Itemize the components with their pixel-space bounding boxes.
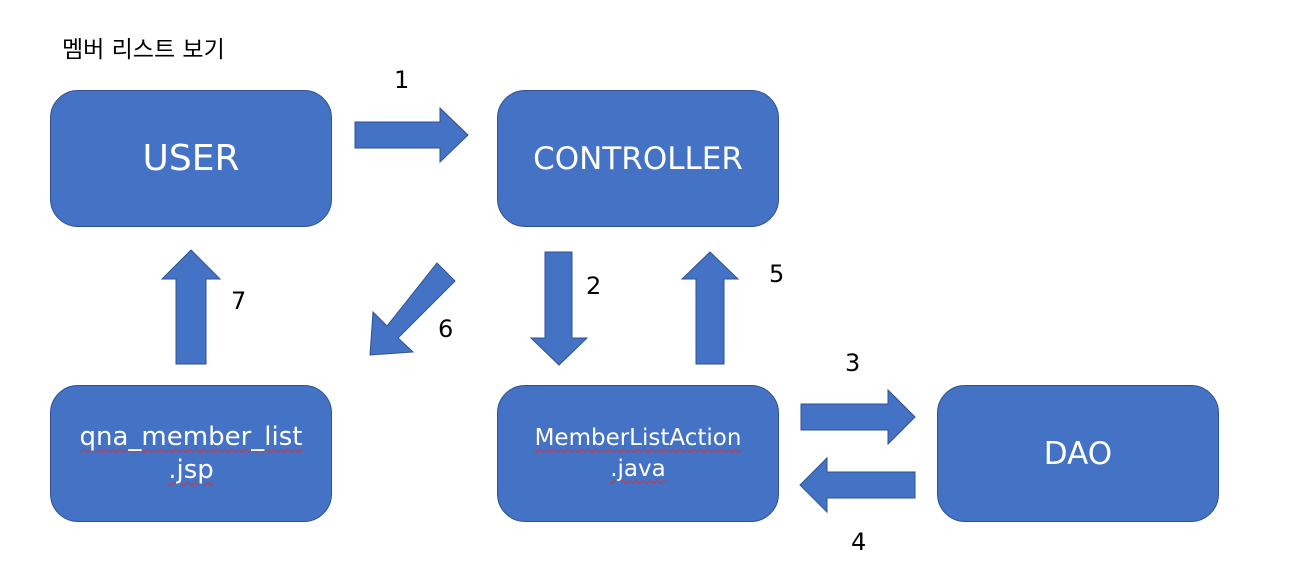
arrow-3-right [800, 388, 916, 446]
arrow-6-diagonal [369, 262, 456, 356]
jsp-label-line1: qna_member_list [79, 421, 303, 452]
jsp-view-box: qna_member_list .jsp [50, 385, 332, 522]
step-3-label: 3 [845, 349, 861, 377]
arrow-7-up [160, 249, 222, 365]
diagram-title: 멤버 리스트 보기 [62, 37, 225, 63]
action-label-line1: MemberListAction [534, 424, 742, 451]
controller-box: CONTROLLER [497, 90, 779, 227]
user-box: USER [50, 90, 332, 227]
arrow-4-left [799, 456, 916, 514]
action-box: MemberListAction .java [497, 385, 779, 522]
arrow-5-up [680, 251, 740, 365]
step-7-label: 7 [231, 287, 247, 315]
step-4-label: 4 [851, 528, 867, 556]
step-5-label: 5 [769, 260, 785, 288]
jsp-label-line2-text: .jsp [168, 454, 214, 485]
controller-label: CONTROLLER [533, 140, 743, 177]
user-label: USER [142, 138, 240, 179]
step-2-label: 2 [586, 272, 602, 300]
dao-box: DAO [937, 385, 1219, 522]
dao-label: DAO [1043, 435, 1113, 472]
action-label-line2: .java [610, 455, 666, 482]
step-1-label: 1 [394, 66, 410, 94]
arrow-2-down [529, 251, 589, 366]
jsp-label-line2: .jsp [168, 454, 214, 487]
arrow-1-right [354, 106, 469, 164]
step-6-label: 6 [438, 315, 454, 343]
